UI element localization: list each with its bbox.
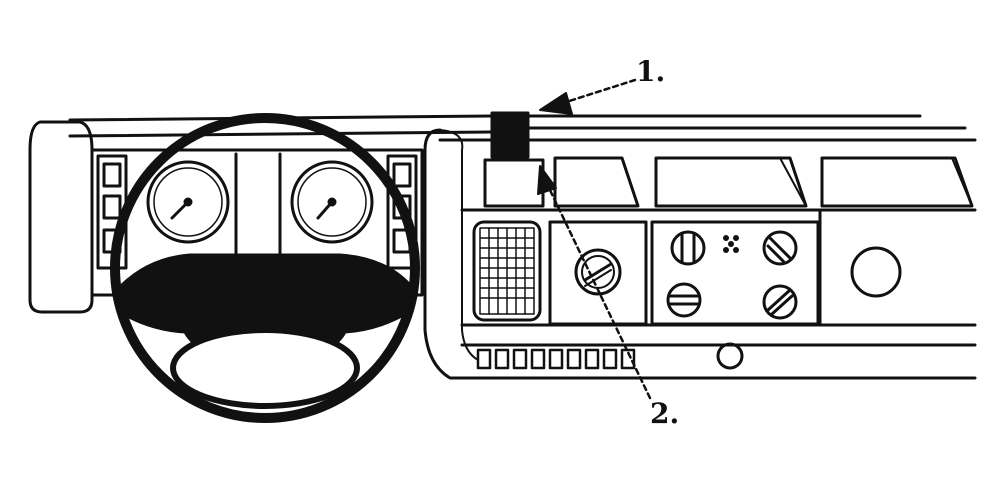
rotary-knob-icon-3 [666, 282, 702, 318]
gauge-icon-right [290, 160, 374, 244]
upper-slot-2 [553, 156, 640, 208]
steering-wheel-icon [110, 113, 420, 423]
center-console [423, 111, 977, 380]
gauge-icon-left [146, 160, 230, 244]
rotary-knob-icon-2 [762, 230, 798, 266]
switch-row [476, 348, 636, 370]
heater-controls-panel [650, 220, 820, 326]
callout-label-2: 2. [650, 397, 680, 430]
arrow-pointer-icon-2 [537, 165, 652, 400]
rotary-knob-icon-right [850, 246, 902, 298]
callout-label-1: 1. [636, 55, 666, 88]
arrow-pointer-icon-1 [539, 78, 637, 115]
steering-wheel-hub [118, 253, 414, 364]
mount-bracket [490, 111, 530, 159]
rotary-knob-icon-4 [762, 284, 798, 320]
indicator-dots [723, 235, 739, 253]
vent-grille-icon [472, 220, 542, 322]
small-round-knob [716, 342, 744, 370]
rotary-knob-icon-1 [670, 230, 706, 266]
knob-panel [548, 220, 648, 326]
left-dash-end-pod [28, 120, 94, 314]
upper-slot-1 [483, 158, 545, 208]
upper-slot-4 [820, 156, 974, 208]
